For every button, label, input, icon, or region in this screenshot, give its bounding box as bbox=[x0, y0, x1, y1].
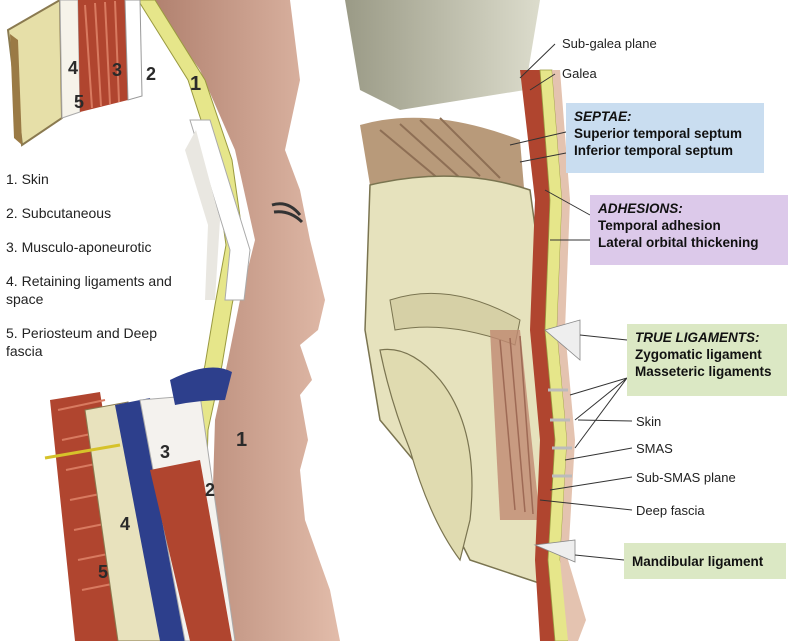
label-smas: SMAS bbox=[636, 441, 673, 456]
legend-item-3: 3. Musculo-aponeurotic bbox=[6, 238, 196, 256]
layer-number-1-lower: 1 bbox=[236, 429, 247, 451]
legend-text: Subcutaneous bbox=[21, 205, 112, 221]
true-ligaments-item: Masseteric ligaments bbox=[635, 364, 772, 379]
legend-item-2: 2. Subcutaneous bbox=[6, 204, 196, 222]
legend-number: 3. bbox=[6, 239, 18, 255]
adhesions-item: Temporal adhesion bbox=[598, 218, 721, 233]
mandibular-ligament-fan bbox=[533, 539, 576, 563]
true-ligaments-item: Zygomatic ligament bbox=[635, 347, 762, 362]
layer-number-1-upper: 1 bbox=[190, 73, 201, 95]
layer-number-4-lower: 4 bbox=[120, 514, 130, 534]
skull-side-view bbox=[345, 0, 586, 641]
lower-layer-block bbox=[44, 367, 236, 641]
legend-number: 1. bbox=[6, 171, 18, 187]
leader-lines bbox=[509, 43, 633, 561]
legend-number: 2. bbox=[6, 205, 18, 221]
legend-item-4: 4. Retaining ligaments and space bbox=[6, 272, 196, 308]
septae-item: Inferior temporal septum bbox=[574, 143, 734, 158]
face-skin bbox=[150, 0, 340, 641]
mandible bbox=[379, 348, 473, 562]
legend-item-1: 1. Skin bbox=[6, 170, 196, 188]
layer-number-2-lower: 2 bbox=[205, 480, 215, 500]
layer-number-3-upper: 3 bbox=[112, 60, 122, 80]
true-ligaments-box: TRUE LIGAMENTS: Zygomatic ligament Masse… bbox=[627, 324, 787, 396]
legend-item-5: 5. Periosteum and Deep fascia bbox=[6, 324, 196, 360]
legend-number: 5. bbox=[6, 325, 18, 341]
layer-number-5-lower: 5 bbox=[98, 562, 108, 582]
label-skin: Skin bbox=[636, 414, 662, 429]
septae-box: SEPTAE: Superior temporal septum Inferio… bbox=[566, 103, 764, 173]
label-sub-galea-plane: Sub-galea plane bbox=[562, 36, 657, 51]
adhesions-heading: ADHESIONS: bbox=[598, 201, 683, 216]
legend-text: Skin bbox=[21, 171, 49, 187]
legend-text: Musculo-aponeurotic bbox=[21, 239, 152, 255]
mandibular-ligament-box: Mandibular ligament bbox=[624, 543, 786, 579]
masseter-muscle bbox=[490, 330, 540, 520]
legend-text: Periosteum and Deep fascia bbox=[6, 325, 157, 359]
smas-strip bbox=[520, 70, 565, 641]
label-galea: Galea bbox=[562, 66, 597, 81]
layer-number-3-lower: 3 bbox=[160, 442, 170, 462]
head-background bbox=[345, 0, 540, 110]
mandibular-ligament-label: Mandibular ligament bbox=[632, 553, 764, 569]
zygomatic-ligament bbox=[544, 319, 581, 361]
upper-layer-block bbox=[6, 0, 251, 301]
adhesions-item: Lateral orbital thickening bbox=[598, 235, 759, 250]
adhesions-box: ADHESIONS: Temporal adhesion Lateral orb… bbox=[590, 195, 788, 265]
label-sub-smas-plane: Sub-SMAS plane bbox=[636, 470, 736, 485]
face-profile-section: 1 2 3 4 5 1 2 3 4 5 bbox=[6, 0, 340, 641]
legend-text: Retaining ligaments and space bbox=[6, 273, 172, 307]
layer-legend: 1. Skin 2. Subcutaneous 3. Musculo-apone… bbox=[6, 170, 196, 376]
true-ligaments-heading: TRUE LIGAMENTS: bbox=[635, 330, 760, 345]
septae-heading: SEPTAE: bbox=[574, 109, 632, 124]
septae-item: Superior temporal septum bbox=[574, 126, 743, 141]
legend-number: 4. bbox=[6, 273, 18, 289]
layer-number-5-upper: 5 bbox=[74, 92, 84, 112]
eyelash bbox=[271, 202, 304, 224]
layer-number-4-upper: 4 bbox=[68, 58, 78, 78]
skin-strip bbox=[552, 70, 586, 641]
layer-number-2-upper: 2 bbox=[146, 64, 156, 84]
label-deep-fascia: Deep fascia bbox=[636, 503, 705, 518]
